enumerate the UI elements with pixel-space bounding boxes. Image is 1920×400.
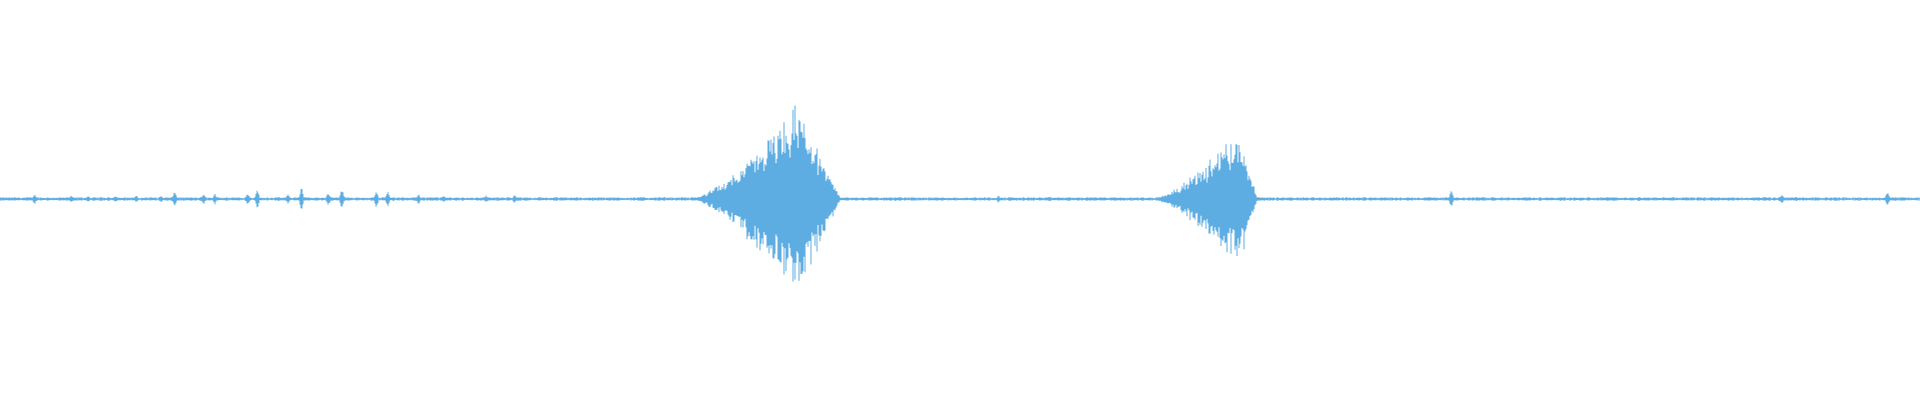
waveform-trace [0, 105, 1920, 282]
